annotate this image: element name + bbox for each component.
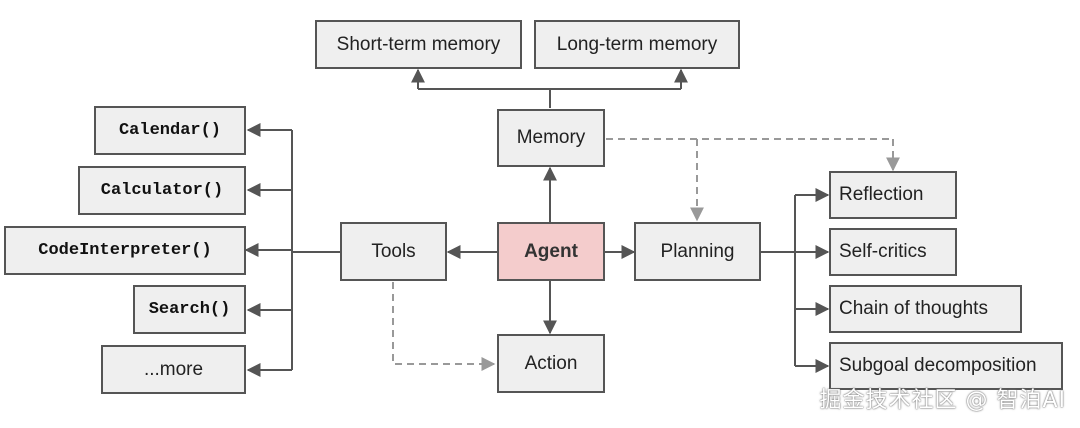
calendar-tool-node: Calendar() <box>94 106 246 155</box>
short-term-memory-node: Short-term memory <box>315 20 522 69</box>
chain-of-thoughts-node: Chain of thoughts <box>829 285 1022 333</box>
watermark-text: 掘金技术社区 @ 智泊AI <box>819 388 1066 413</box>
self-critics-node: Self-critics <box>829 228 957 276</box>
edge-memory-to-memory-types <box>418 88 681 108</box>
subgoal-decomposition-node: Subgoal decomposition <box>829 342 1063 390</box>
code-interpreter-tool-node: CodeInterpreter() <box>4 226 246 275</box>
memory-node: Memory <box>497 109 605 167</box>
planning-node: Planning <box>634 222 761 281</box>
dashed-edge-tools-to-action <box>392 282 496 371</box>
reflection-node: Reflection <box>829 171 957 219</box>
agent-node: Agent <box>497 222 605 281</box>
edge-planning-bus <box>761 195 796 366</box>
action-node: Action <box>497 334 605 393</box>
search-tool-node: Search() <box>133 285 246 334</box>
calculator-tool-node: Calculator() <box>78 166 246 215</box>
more-tools-node: ...more <box>101 345 246 394</box>
edge-tools-bus <box>291 130 340 370</box>
long-term-memory-node: Long-term memory <box>534 20 740 69</box>
tools-node: Tools <box>340 222 447 281</box>
